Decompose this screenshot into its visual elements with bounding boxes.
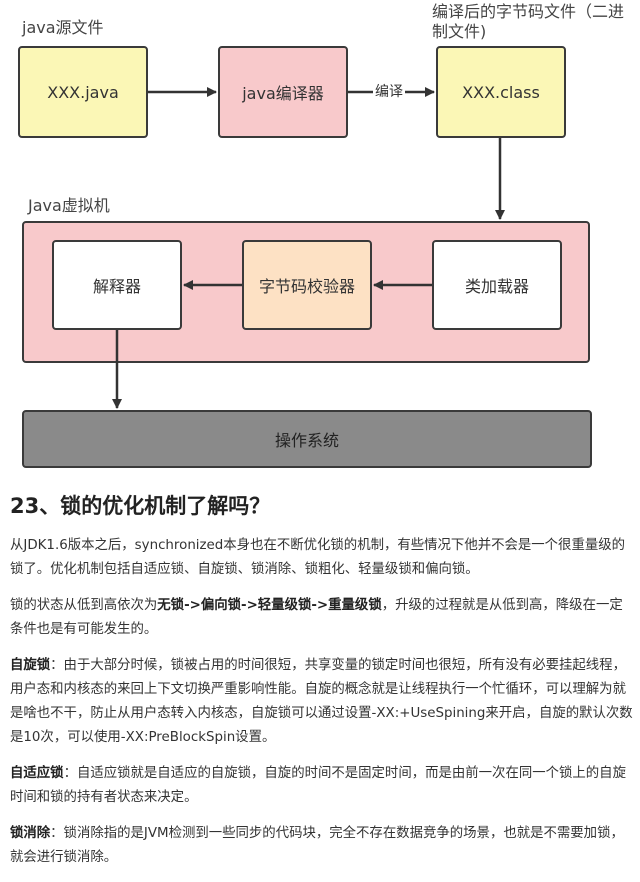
section-heading: 23、锁的优化机制了解吗？ (10, 494, 271, 518)
paragraph-intro: 从JDK1.6版本之后，synchronized本身也在不断优化锁的机制，有些情… (10, 538, 626, 577)
compile-edge-label: 编译 (373, 83, 405, 101)
source-file-label: java源文件 (22, 18, 104, 37)
interpreter-box: 解释器 (52, 240, 182, 330)
bytecode-file-label: 编译后的字节码文件（二进制文件) (432, 2, 625, 41)
compiler-box: java编译器 (218, 46, 348, 138)
source-file-box: XXX.java (18, 46, 148, 138)
lock-states-suffix: ，升级的过程就是从低到高，降级在一定条件也是有可能发生的。 (10, 598, 623, 637)
adaptive-lock-term: 自适应锁 (10, 766, 64, 781)
jvm-diagram: java源文件 编译后的字节码文件（二进制文件) XXX.java java编译… (18, 2, 625, 468)
lock-states-sequence: 无锁->偏向锁->轻量级锁->重量级锁 (157, 598, 382, 613)
operating-system-box: 操作系统 (22, 410, 592, 468)
spin-lock-text: ：由于大部分时候，锁被占用的时间很短，共享变量的锁定时间也很短，所有没有必要挂起… (10, 658, 633, 745)
article: 23、锁的优化机制了解吗？ 从JDK1.6版本之后，synchronized本身… (10, 492, 634, 882)
jvm-label: Java虚拟机 (28, 196, 110, 215)
lock-states-prefix: 锁的状态从低到高依次为 (10, 598, 158, 613)
paragraph-adaptive-lock: 自适应锁：自适应锁就是自适应的自旋锁，自旋的时间不是固定时间，而是由前一次在同一… (10, 762, 634, 810)
class-loader-box: 类加载器 (432, 240, 562, 330)
spin-lock-term: 自旋锁 (10, 658, 51, 673)
lock-elimination-text: ：锁消除指的是JVM检测到一些同步的代码块，完全不存在数据竞争的场景，也就是不需… (10, 826, 624, 865)
adaptive-lock-text: ：自适应锁就是自适应的自旋锁，自旋的时间不是固定时间，而是由前一次在同一个锁上的… (10, 766, 626, 805)
lock-elimination-term: 锁消除 (10, 826, 51, 841)
paragraph-spin-lock: 自旋锁：由于大部分时候，锁被占用的时间很短，共享变量的锁定时间也很短，所有没有必… (10, 654, 634, 750)
bytecode-verifier-box: 字节码校验器 (242, 240, 372, 330)
class-file-box: XXX.class (436, 46, 566, 138)
paragraph-lock-elimination: 锁消除：锁消除指的是JVM检测到一些同步的代码块，完全不存在数据竞争的场景，也就… (10, 822, 634, 870)
diagram-arrows (112, 87, 505, 409)
paragraph-lock-states: 锁的状态从低到高依次为无锁->偏向锁->轻量级锁->重量级锁，升级的过程就是从低… (10, 594, 634, 642)
